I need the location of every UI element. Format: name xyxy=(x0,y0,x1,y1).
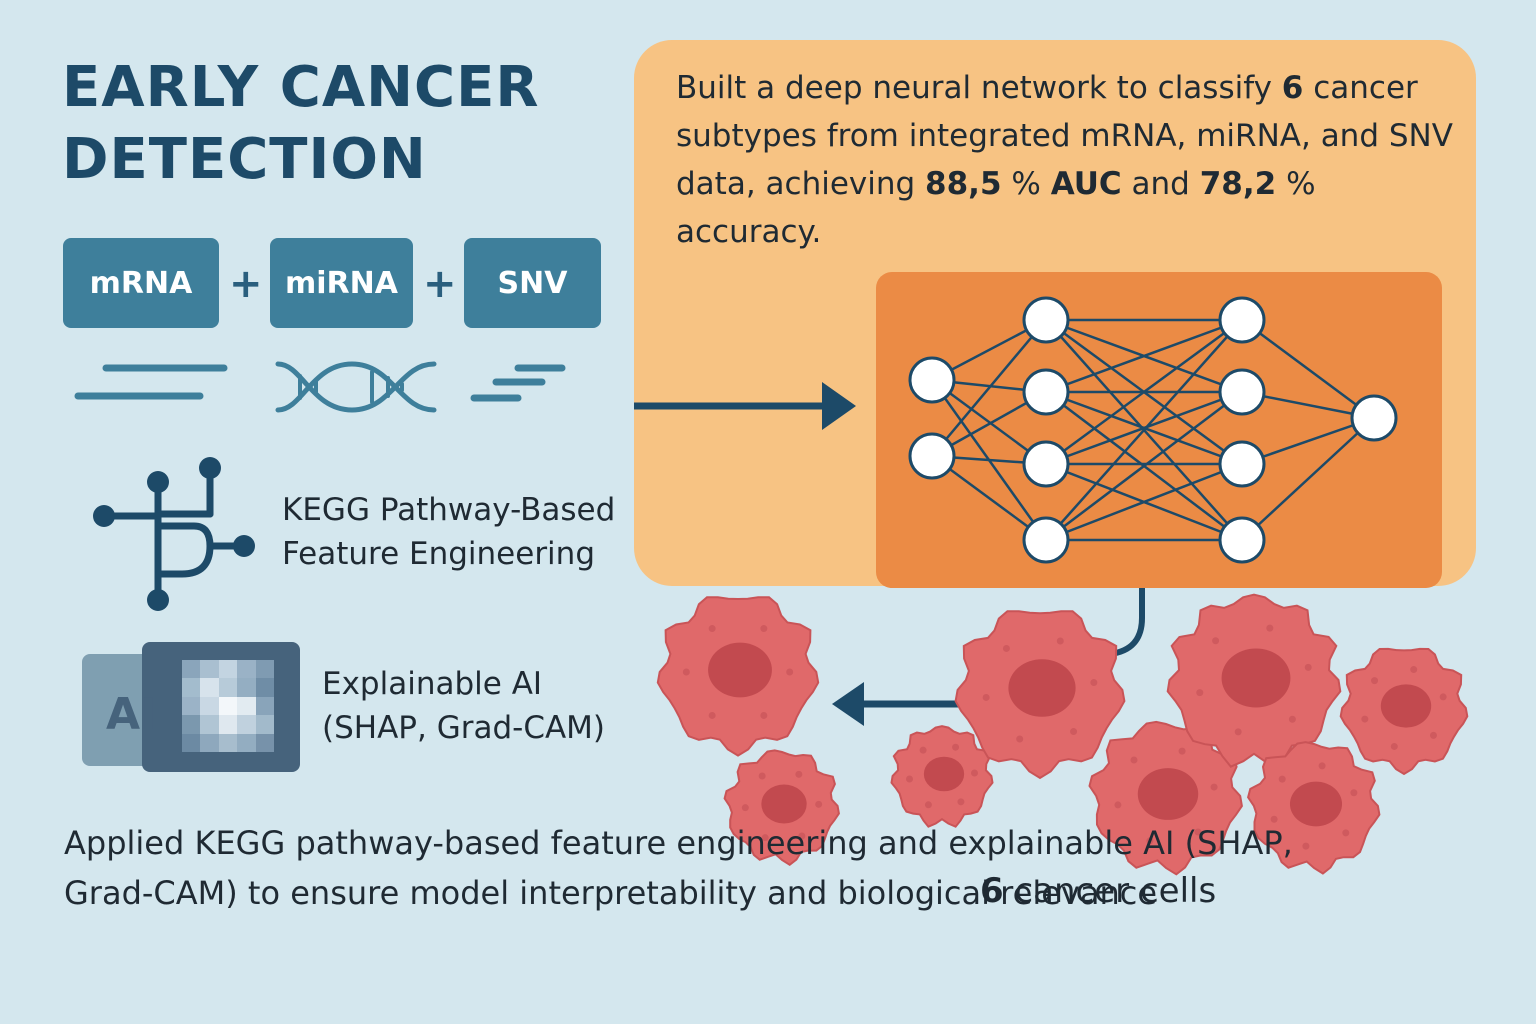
cancer-cell xyxy=(1339,647,1469,776)
heatmap-cell xyxy=(237,660,256,679)
summary-text: Built a deep neural network to classify … xyxy=(676,70,1453,250)
heatmap-cell xyxy=(218,678,238,697)
cancer-cell xyxy=(1247,741,1381,875)
nn-connection xyxy=(931,378,1047,466)
heatmap-cell xyxy=(182,715,201,734)
nn-connection xyxy=(1045,318,1243,466)
chip-mirna: miRNA xyxy=(270,238,413,328)
nn-node xyxy=(1218,296,1266,344)
ai-heatmap-grid xyxy=(182,660,274,752)
cancer-cell xyxy=(890,725,994,828)
nn-node xyxy=(908,432,956,480)
heatmap-cell xyxy=(182,660,201,679)
kegg-label-line2: Feature Engineering xyxy=(282,536,595,572)
heatmap-cell xyxy=(182,733,201,752)
page-title: EARLY CANCER DETECTION xyxy=(62,55,540,192)
ai-icon-text: AI xyxy=(106,689,157,740)
arrow-right-icon xyxy=(634,382,856,430)
xai-label-line1: Explainable AI xyxy=(322,666,543,702)
nn-connection xyxy=(1045,318,1243,394)
nn-node xyxy=(908,356,956,404)
heatmap-cell xyxy=(237,678,256,697)
heatmap-cell xyxy=(182,678,201,697)
cancer-cell xyxy=(954,610,1126,780)
heatmap-cell xyxy=(218,733,238,752)
heatmap-cell xyxy=(200,660,219,679)
kegg-label-line1: KEGG Pathway-Based xyxy=(282,492,616,528)
cells-caption: 6 cancer cells xyxy=(980,871,1217,911)
heatmap-cell xyxy=(200,696,219,716)
chip-snv: SNV xyxy=(464,238,601,328)
nn-connection xyxy=(1241,417,1375,541)
heatmap-cell xyxy=(218,715,238,734)
nn-node xyxy=(1218,516,1266,564)
nn-node xyxy=(1022,440,1070,488)
nn-node xyxy=(1022,516,1070,564)
nn-node xyxy=(1218,368,1266,416)
nn-connection xyxy=(1045,319,1243,541)
xai-label-line2: (SHAP, Grad-CAM) xyxy=(322,710,606,746)
chip-mrna: mRNA xyxy=(63,238,219,328)
dna-helix-icon xyxy=(275,361,437,413)
heatmap-cell xyxy=(255,733,274,752)
kegg-label: KEGG Pathway-Based Feature Engineering xyxy=(282,488,615,576)
nn-node xyxy=(1022,368,1070,416)
heatmap-cell xyxy=(182,696,201,716)
nn-connection xyxy=(1045,391,1243,541)
nn-connection xyxy=(1045,462,1243,542)
plus-sign-1: + xyxy=(229,261,263,307)
cancer-cell xyxy=(1166,593,1342,768)
heatmap-cell xyxy=(255,678,274,697)
nn-connection xyxy=(931,454,1047,542)
xai-label: Explainable AI (SHAP, Grad-CAM) xyxy=(322,662,605,750)
heatmap-cell xyxy=(200,678,219,697)
heatmap-cell xyxy=(255,660,274,679)
heatmap-cell xyxy=(237,733,256,752)
nn-connection xyxy=(1241,318,1375,420)
snv-dashes-icon xyxy=(470,364,566,402)
cancer-cell xyxy=(723,749,840,867)
heatmap-cell xyxy=(218,696,238,716)
cancer-cell xyxy=(656,596,820,757)
plus-sign-2: + xyxy=(423,261,457,307)
heatmap-cell xyxy=(237,696,256,716)
mrna-lines-icon xyxy=(74,364,228,400)
nn-node xyxy=(1218,440,1266,488)
cancer-cell xyxy=(1088,720,1243,876)
nn-node xyxy=(1350,394,1398,442)
heatmap-cell xyxy=(218,660,238,679)
nn-connection xyxy=(931,319,1047,457)
heatmap-cell xyxy=(200,733,219,752)
heatmap-cell xyxy=(200,715,219,734)
pathway-tree-icon xyxy=(93,457,255,611)
neural-network-box xyxy=(876,272,1442,588)
heatmap-cell xyxy=(237,715,256,734)
bottom-description: Applied KEGG pathway-based feature engin… xyxy=(64,824,1293,912)
nn-node xyxy=(1022,296,1070,344)
heatmap-cell xyxy=(255,715,274,734)
heatmap-cell xyxy=(255,696,274,716)
nn-connection xyxy=(1045,390,1243,466)
